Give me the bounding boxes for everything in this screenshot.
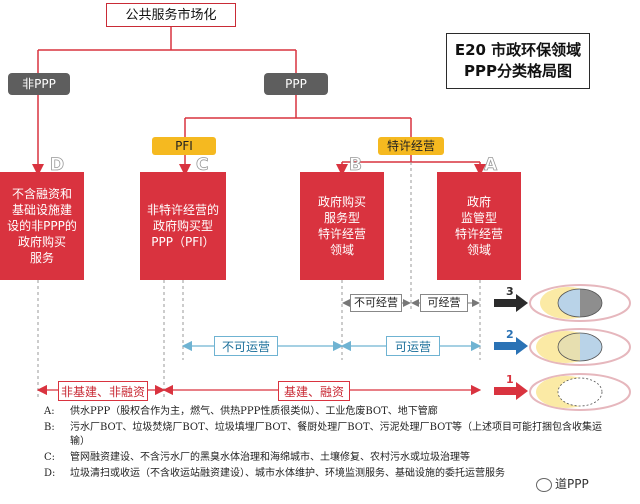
non-ppp-pill: 非PPP [8,73,70,95]
wechat-icon [536,477,552,492]
note-key: D: [44,468,56,479]
note-a: A: 供水PPP（股权合作为主，燃气、供热PPP性质很类似）、工业危废BOT、地下… [44,405,604,419]
letter-c: C [196,155,209,176]
note-key: A: [44,406,55,417]
letter-b: B [349,155,363,176]
note-key: B: [44,422,55,433]
number-3: 3 [506,285,514,298]
letter-d: D [50,155,65,176]
number-1: 1 [506,373,514,386]
watermark-text: 道PPP [555,477,589,491]
label-infra-financing: 基建、融资 [278,381,350,401]
box-a-regulated-franchise: 政府 监管型 特许经营 领域 [437,172,521,280]
top-box-public-service-marketization: 公共服务市场化 [106,3,236,27]
title-line-1: E20 市政环保领域 [454,41,582,59]
oval-diagram-1 [529,373,631,411]
label-non-infra-non-financing: 非基建、非融资 [58,381,148,401]
number-2: 2 [506,328,514,341]
label-operable: 可运营 [386,336,440,356]
watermark: 道PPP [536,474,620,494]
title-line-2: PPP分类格局图 [464,62,572,80]
box-d-non-ppp-purchase: 不含融资和 基础设施建 设的非PPP的 政府购买 服务 [0,172,84,280]
note-text: 污水厂BOT、垃圾焚烧厂BOT、垃圾填埋厂BOT、餐厨处理厂BOT、污泥处理厂B… [70,422,603,447]
legend-notes: A: 供水PPP（股权合作为主，燃气、供热PPP性质很类似）、工业危废BOT、地下… [44,405,604,483]
note-d: D: 垃圾清扫或收运（不含收运站融资建设）、城市水体维护、环境监测服务、基础设施的… [44,467,604,481]
label-not-operable: 不可运营 [214,336,278,356]
note-text: 供水PPP（股权合作为主，燃气、供热PPP性质很类似）、工业危废BOT、地下管廊 [70,406,438,417]
franchise-pill: 特许经营 [378,137,444,155]
note-text: 管网融资建设、不含污水厂的黑臭水体治理和海绵城市、土壤修复、农村污水或垃圾治理等 [70,452,470,463]
note-key: C: [44,452,56,463]
note-text: 垃圾清扫或收运（不含收运站融资建设）、城市水体维护、环境监测服务、基础设施的委托… [70,468,505,479]
box-b-purchase-franchise: 政府购买 服务型 特许经营 领域 [300,172,384,280]
label-operable-small: 可经营 [420,294,468,312]
oval-diagram-2 [529,328,631,366]
note-c: C: 管网融资建设、不含污水厂的黑臭水体治理和海绵城市、土壤修复、农村污水或垃圾治… [44,451,604,465]
note-b: B: 污水厂BOT、垃圾焚烧厂BOT、垃圾填埋厂BOT、餐厨处理厂BOT、污泥处理… [44,421,604,449]
letter-a: A [484,155,498,176]
diagram-title-box: E20 市政环保领域 PPP分类格局图 [446,33,590,89]
label-not-operable-small: 不可经营 [350,294,402,312]
pfi-pill: PFI [152,137,216,155]
box-c-pfi: 非特许经营的 政府购买型 PPP（PFI） [140,172,226,280]
oval-diagram-3 [529,284,631,322]
ppp-pill: PPP [264,73,328,95]
